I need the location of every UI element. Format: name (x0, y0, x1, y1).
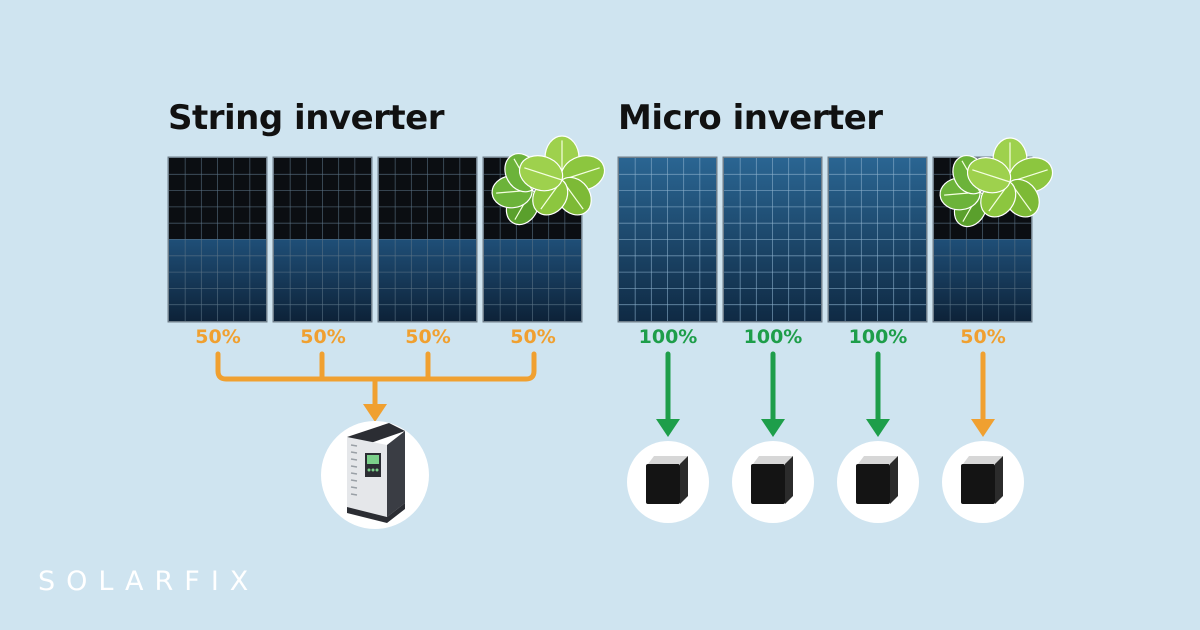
micro-inverter-icon (942, 441, 1024, 523)
micro-inverter-title: Micro inverter (618, 98, 883, 138)
micro-panel-4-output: 50% (960, 326, 1006, 348)
micro-leaf-icon (939, 137, 1054, 228)
micro-panel-1 (617, 156, 718, 323)
string-panel-1-output: 50% (195, 326, 241, 348)
micro-arrow-down-icon (761, 351, 785, 437)
string-leaf-icon (491, 135, 606, 226)
micro-arrow-down-icon (656, 351, 680, 437)
micro-panel-3 (827, 156, 928, 323)
string-inverter-icon (321, 421, 429, 529)
micro-panel-2 (722, 156, 823, 323)
solarfix-logo: SOLARFIX (38, 566, 259, 597)
micro-inverter-icon (837, 441, 919, 523)
string-inverter-title: String inverter (168, 98, 444, 138)
string-panel-3-output: 50% (405, 326, 451, 348)
string-panel-4-output: 50% (510, 326, 556, 348)
string-connector (215, 351, 537, 382)
micro-panel-3-output: 100% (848, 326, 908, 348)
string-arrow-down-icon (363, 376, 387, 422)
string-panel-2 (272, 156, 373, 323)
string-panel-2-output: 50% (300, 326, 346, 348)
micro-panel-1-output: 100% (638, 326, 698, 348)
micro-panel-2-output: 100% (743, 326, 803, 348)
micro-inverter-icon (732, 441, 814, 523)
string-panel-3 (377, 156, 478, 323)
micro-arrow-down-icon (866, 351, 890, 437)
micro-inverter-icon (627, 441, 709, 523)
micro-arrow-down-icon (971, 351, 995, 437)
logo-text: SOLARFIX (38, 566, 260, 597)
string-panel-1 (167, 156, 268, 323)
